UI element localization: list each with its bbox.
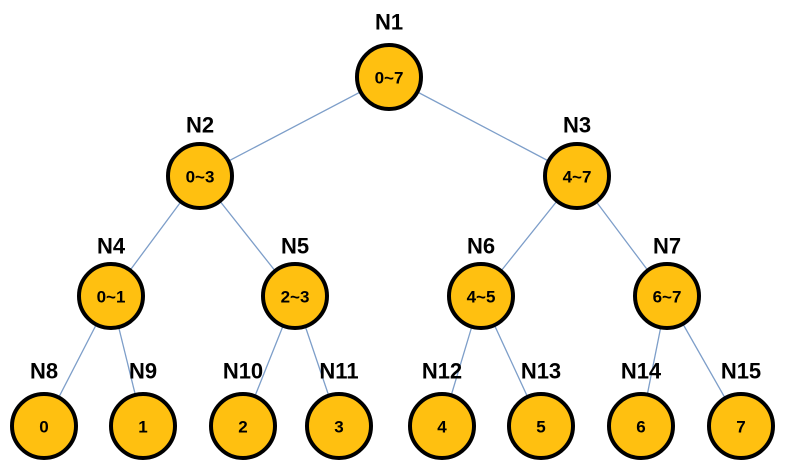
node-label: N3 — [563, 113, 591, 138]
node-label: N14 — [621, 359, 662, 384]
node-value: 0 — [39, 418, 48, 437]
node-label: N12 — [422, 359, 462, 384]
node-value: 2~3 — [281, 288, 310, 307]
tree-node-n13: N13 5 — [507, 359, 575, 460]
node-circle — [166, 142, 234, 210]
tree-node-n9: N9 1 — [109, 359, 177, 460]
node-label: N15 — [721, 359, 761, 384]
node-value: 3 — [334, 418, 343, 437]
node-value: 4~5 — [467, 288, 496, 307]
tree-node-n7: N7 6~7 — [633, 234, 701, 330]
tree-node-n6: N6 4~5 — [447, 234, 515, 330]
node-value: 2 — [238, 418, 247, 437]
node-circle — [77, 262, 145, 330]
node-label: N13 — [521, 359, 561, 384]
node-circle — [109, 392, 177, 460]
node-label: N10 — [223, 359, 263, 384]
tree-edge-n1-n2 — [199, 76, 390, 177]
node-label: N4 — [97, 234, 126, 259]
node-value: 7 — [736, 418, 745, 437]
node-label: N11 — [319, 359, 358, 384]
node-label: N7 — [653, 234, 681, 259]
node-circle — [209, 392, 277, 460]
tree-node-n15: N15 7 — [707, 359, 775, 460]
tree-node-n1: N1 0~7 — [355, 10, 423, 111]
node-circle — [10, 392, 78, 460]
node-circle — [633, 262, 701, 330]
node-label: N6 — [467, 234, 495, 259]
node-circle — [261, 262, 329, 330]
tree-node-n8: N8 0 — [10, 359, 78, 460]
node-value: 4~7 — [563, 168, 592, 187]
node-value: 0~3 — [186, 168, 215, 187]
node-circle — [305, 392, 373, 460]
node-value: 1 — [138, 418, 147, 437]
node-label: N9 — [129, 359, 157, 384]
node-circle — [447, 262, 515, 330]
node-value: 5 — [536, 418, 545, 437]
node-label: N5 — [281, 234, 309, 259]
tree-edge-n1-n3 — [388, 76, 578, 177]
node-circle — [707, 392, 775, 460]
tree-node-n4: N4 0~1 — [77, 234, 145, 330]
node-value: 0~7 — [375, 69, 404, 88]
node-value: 6 — [636, 418, 645, 437]
tree-node-n11: N11 3 — [305, 359, 373, 460]
node-label: N1 — [375, 10, 403, 35]
tree-node-n5: N5 2~3 — [261, 234, 329, 330]
tree-node-n3: N3 4~7 — [543, 113, 611, 210]
node-circle — [543, 142, 611, 210]
node-value: 6~7 — [653, 288, 682, 307]
node-circle — [607, 392, 675, 460]
node-circle — [355, 43, 423, 111]
node-label: N2 — [186, 113, 214, 138]
node-value: 0~1 — [97, 288, 126, 307]
tree-node-n14: N14 6 — [607, 359, 675, 460]
node-circle — [507, 392, 575, 460]
node-value: 4 — [437, 418, 447, 437]
node-label: N8 — [30, 359, 58, 384]
tree-node-n2: N2 0~3 — [166, 113, 234, 210]
tree-node-n10: N10 2 — [209, 359, 277, 460]
tree-node-n12: N12 4 — [408, 359, 476, 460]
node-circle — [408, 392, 476, 460]
